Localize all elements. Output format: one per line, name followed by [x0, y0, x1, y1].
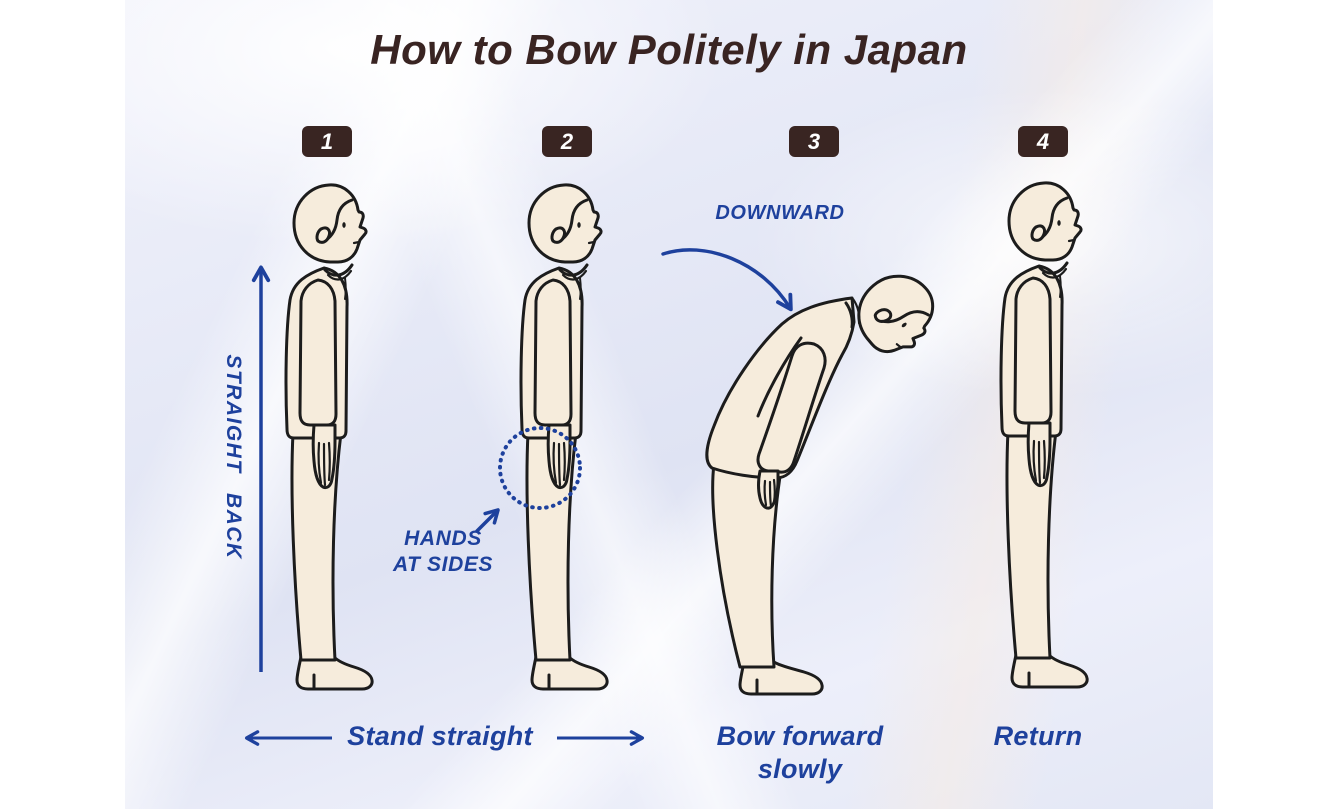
page-title: How to Bow Politely in Japan	[370, 26, 968, 73]
downward-curve-arrow	[661, 248, 793, 312]
straight-back-arrow	[251, 265, 271, 672]
stand-straight-right-arrow	[557, 730, 645, 746]
caption-bow-forward: Bow forward slowly	[640, 720, 960, 786]
step-badge-3: 3	[789, 126, 839, 157]
step-badge-2: 2	[542, 126, 592, 157]
step-number-4: 4	[1036, 128, 1050, 154]
hands-at-sides-line1: HANDS	[404, 527, 482, 550]
caption-bow-forward-line1: Bow forward	[716, 721, 884, 751]
figure-step3-bowing	[705, 259, 951, 696]
step-badge-4: 4	[1018, 126, 1068, 157]
hands-at-sides-line2: AT SIDES	[392, 553, 494, 576]
straight-back-label: STRAIGHT BACK	[222, 354, 245, 560]
stand-straight-left-arrow	[244, 730, 332, 746]
downward-label: DOWNWARD	[715, 202, 845, 224]
hands-at-sides-label: HANDS AT SIDES	[353, 526, 533, 578]
caption-bow-forward-line2: slowly	[757, 754, 843, 784]
figure-step1-standing	[284, 183, 379, 698]
step-number-2: 2	[560, 128, 574, 154]
figure-step4-standing	[999, 181, 1094, 696]
textured-background: How to Bow Politely in Japan 1 2 3 4	[125, 0, 1213, 809]
step-badge-1: 1	[302, 126, 352, 157]
hands-pointer-arrow	[475, 508, 500, 533]
caption-stand-straight: Stand straight	[347, 721, 533, 751]
step-number-1: 1	[320, 128, 334, 154]
step-number-3: 3	[807, 128, 821, 154]
hands-highlight-circle	[498, 426, 582, 510]
caption-return: Return	[993, 721, 1083, 751]
